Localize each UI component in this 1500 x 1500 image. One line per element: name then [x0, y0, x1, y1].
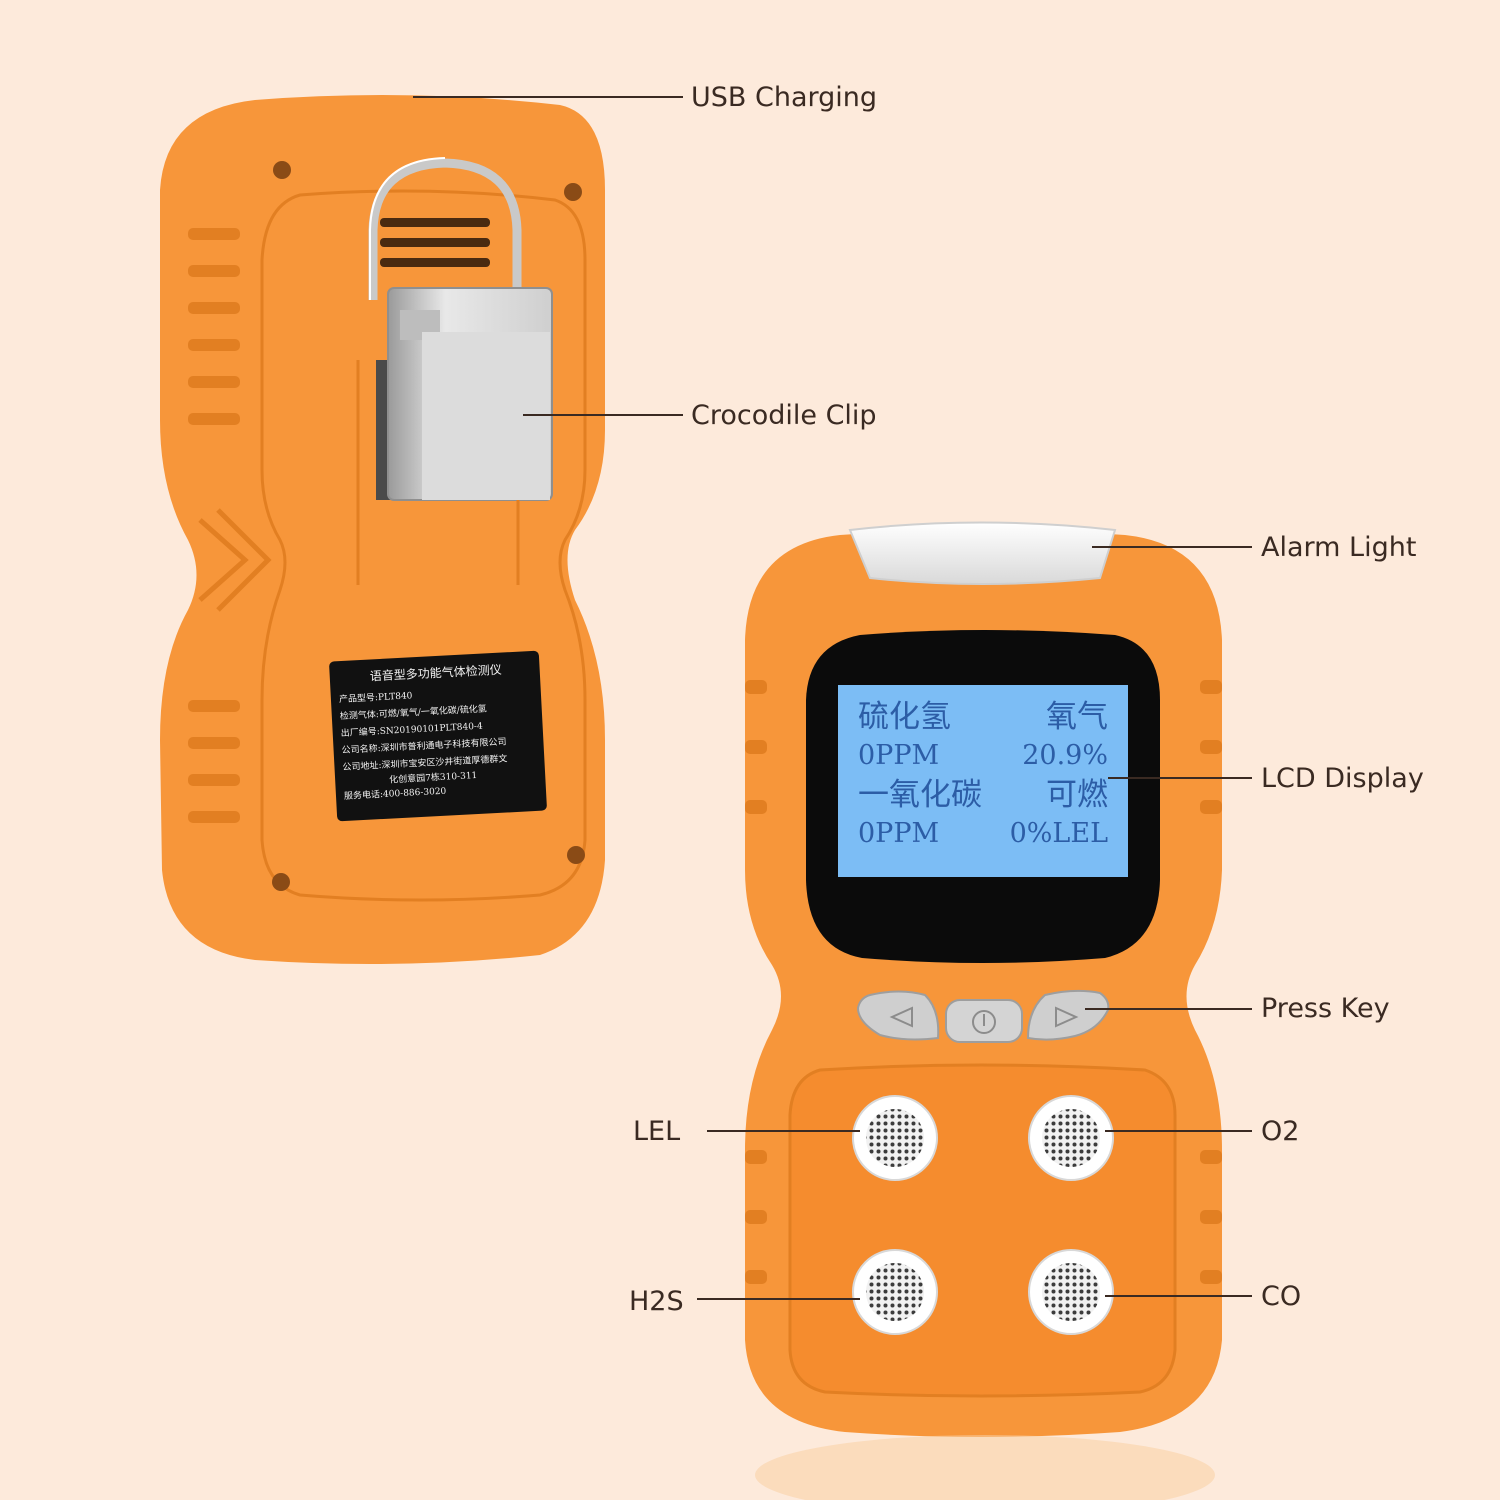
press-keys [856, 989, 1110, 1043]
lcd-row-values-bottom: 0PPM 0%LEL [858, 815, 1108, 853]
product-label-plate: 语音型多功能气体检测仪 产品型号:PLT840 检测气体:可燃/氧气/一氧化碳/… [328, 650, 548, 822]
lcd-o2-name: 氧气 [1046, 699, 1108, 735]
plate-title: 语音型多功能气体检测仪 [369, 662, 502, 684]
callout-o2: O2 [1261, 1116, 1300, 1147]
sensor-co [1028, 1249, 1114, 1335]
callout-crocodile-clip: Crocodile Clip [691, 400, 877, 431]
triangle-right-icon [1055, 1006, 1079, 1028]
callout-co: CO [1261, 1281, 1302, 1312]
rear-screws [272, 161, 585, 891]
left-key[interactable] [856, 990, 940, 1041]
right-key[interactable] [1026, 989, 1110, 1041]
triangle-left-icon [889, 1006, 913, 1028]
speaker-grille [380, 218, 490, 267]
lcd-h2s-name: 硫化氢 [858, 699, 951, 735]
lcd-co-name: 一氧化碳 [858, 777, 982, 813]
leader-lcd-display [1108, 777, 1252, 779]
leader-crocodile-clip [523, 414, 683, 416]
lcd-h2s-value: 0PPM [858, 740, 940, 771]
leader-co [1105, 1295, 1252, 1297]
rear-device [160, 95, 605, 964]
alarm-light [848, 521, 1117, 585]
rear-inner-panel [260, 189, 587, 902]
callout-alarm-light: Alarm Light [1261, 532, 1417, 563]
leader-lel [707, 1130, 860, 1132]
metal-loop [368, 158, 522, 300]
rear-grip-ribs [188, 228, 240, 823]
lcd-screen: 硫化氢 氧气 0PPM 20.9% 一氧化碳 可燃 0PPM 0%LEL [838, 685, 1128, 877]
power-icon [972, 1010, 996, 1034]
leader-o2 [1105, 1130, 1252, 1132]
lcd-lel-name: 可燃 [1046, 777, 1108, 813]
sensor-o2 [1028, 1095, 1114, 1181]
callout-lel: LEL [633, 1116, 681, 1147]
leader-h2s [697, 1298, 860, 1300]
leader-usb-charging [413, 96, 683, 98]
sensor-lel [852, 1095, 938, 1181]
leader-alarm-light [1092, 546, 1252, 548]
lcd-row-values-top: 0PPM 20.9% [858, 737, 1108, 775]
callout-press-key: Press Key [1261, 993, 1390, 1024]
lcd-o2-value: 20.9% [1022, 740, 1108, 771]
callout-h2s: H2S [629, 1286, 684, 1317]
lcd-row-names-top: 硫化氢 氧气 [858, 697, 1108, 737]
leader-press-key [1085, 1008, 1252, 1010]
floor-reflection [755, 1435, 1215, 1500]
lcd-row-names-bottom: 一氧化碳 可燃 [858, 775, 1108, 815]
sensor-h2s [852, 1249, 938, 1335]
front-sensor-panel [788, 1063, 1177, 1398]
callout-lcd-display: LCD Display [1261, 763, 1424, 794]
front-device [745, 521, 1222, 1500]
crocodile-clip [356, 287, 553, 585]
front-grip-ribs [745, 680, 1222, 1284]
rear-waist-chevron [198, 508, 272, 612]
callout-usb-charging: USB Charging [691, 82, 878, 113]
lcd-co-value: 0PPM [858, 818, 940, 849]
lcd-lel-value: 0%LEL [1009, 818, 1108, 849]
